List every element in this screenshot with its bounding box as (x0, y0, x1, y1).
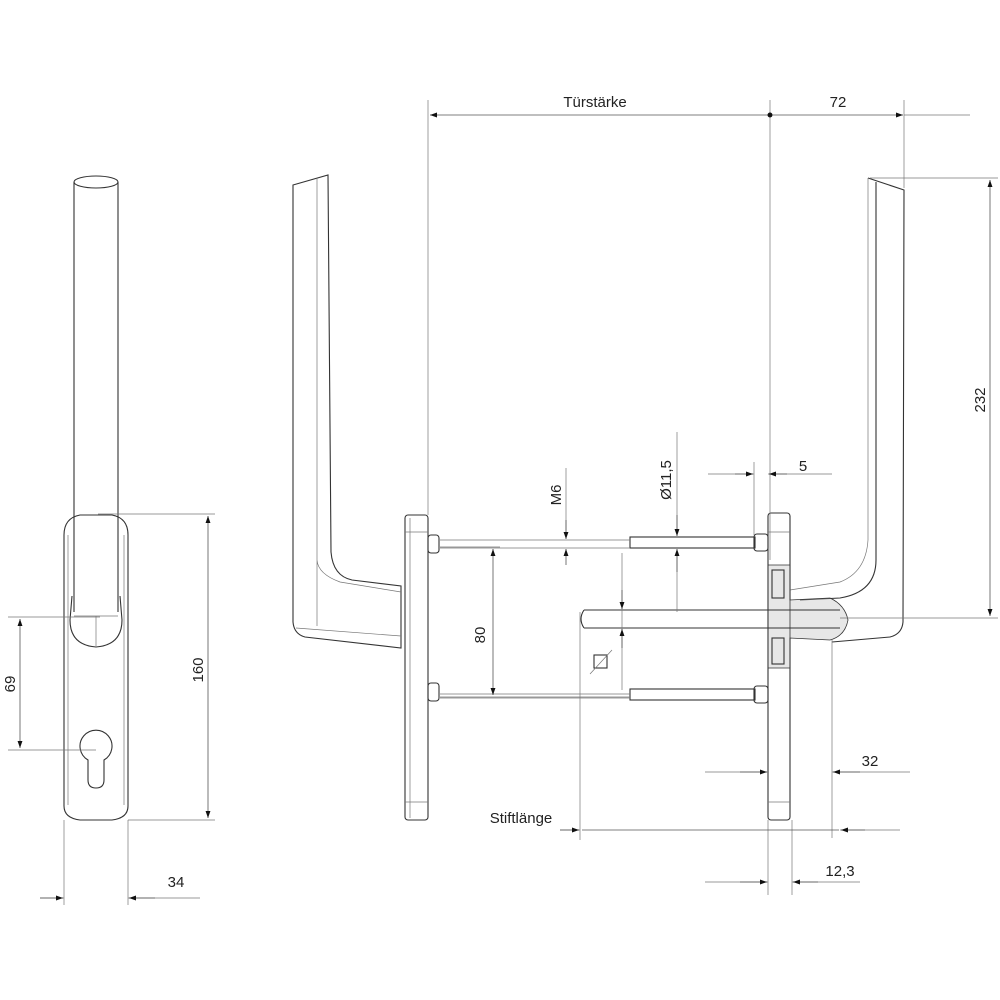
square-symbol-icon (593, 654, 608, 669)
dim-5: 5 (799, 458, 807, 475)
left-rose-plate (404, 514, 429, 821)
handle-tube (73, 182, 119, 612)
dim-232: 232 (972, 387, 989, 412)
keyhole-icon (79, 729, 113, 789)
left-handle (292, 174, 402, 649)
reference-dot (767, 112, 773, 118)
dim-pin-length: Stiftlänge (490, 810, 553, 827)
side-view: Türstärke 72 232 5 Ø11,5 M6 80 32 Stiftl… (292, 94, 998, 895)
dim-80: 80 (472, 627, 489, 644)
dim-160: 160 (190, 657, 207, 682)
dim-34: 34 (168, 874, 185, 891)
lower-screw (629, 688, 756, 701)
right-handle (799, 177, 905, 643)
front-view: 160 69 34 (2, 175, 215, 905)
dim-12-3: 12,3 (825, 863, 854, 880)
dim-m6: M6 (548, 485, 565, 506)
dim-diameter: Ø11,5 (658, 460, 675, 500)
square-spindle (580, 609, 840, 629)
upper-screw (629, 536, 756, 549)
dim-72: 72 (830, 94, 847, 111)
dim-32: 32 (862, 753, 879, 770)
dim-69: 69 (2, 676, 19, 693)
dim-door-thickness: Türstärke (563, 94, 626, 111)
